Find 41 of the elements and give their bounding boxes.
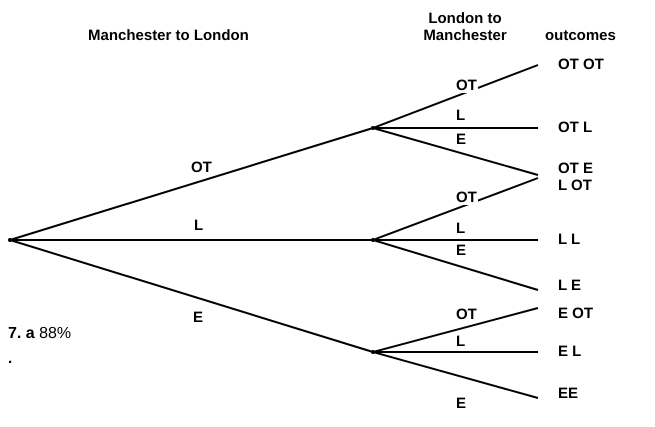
outcome-text: OT OT (558, 56, 604, 73)
header-text: London to Manchester (422, 10, 508, 44)
branch-line (372, 177, 538, 241)
answer-text: 7. a 88% (8, 325, 72, 342)
branch-point (371, 350, 375, 354)
branch-point (371, 238, 375, 242)
outcome-text: EE (558, 385, 578, 402)
outcome-text: L OT (558, 177, 592, 194)
branch-line (373, 127, 538, 129)
branch-line (10, 239, 374, 353)
outcome-text: L E (558, 277, 582, 294)
edge-label: OT (190, 160, 213, 175)
outcome-text: L L (558, 231, 580, 248)
branch-line (373, 351, 538, 353)
edge-label: L (455, 221, 466, 236)
branch-line (372, 64, 538, 129)
outcome-text: OT L (558, 119, 592, 136)
branch-line (372, 351, 538, 399)
branch-line (372, 239, 538, 291)
edge-label: E (455, 132, 468, 147)
outcome-text: E OT (558, 305, 594, 322)
edge-label: E (192, 310, 204, 325)
edge-label: L (455, 108, 466, 123)
edge-label: OT (455, 307, 478, 322)
edge-label: L (193, 218, 204, 233)
branch-line (373, 239, 538, 241)
mark-text: . (8, 350, 12, 367)
header-text: Manchester to London (88, 27, 249, 44)
outcome-text: E L (558, 343, 582, 360)
branch-line (10, 127, 374, 241)
outcome-text: OT E (558, 160, 594, 177)
edge-label: OT (455, 190, 478, 205)
branch-line (372, 307, 538, 353)
branch-line (372, 127, 538, 176)
edge-label: E (455, 396, 468, 411)
branch-point (371, 126, 375, 130)
edge-label: L (455, 334, 466, 349)
branch-point (8, 238, 12, 242)
edge-label: E (455, 243, 468, 258)
edge-label: OT (455, 78, 478, 93)
header-text: outcomes (545, 27, 616, 44)
